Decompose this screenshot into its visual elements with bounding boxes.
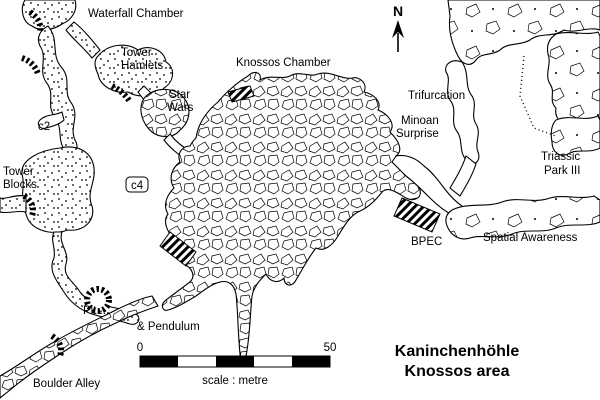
labels: Waterfall Chamber N Tower Hamlets Knosso…: [3, 3, 580, 390]
passage-triassic: [550, 115, 600, 156]
label-north: N: [393, 3, 403, 19]
label-c2: c2: [38, 121, 50, 133]
label-waterfall-chamber: Waterfall Chamber: [88, 8, 184, 20]
passage-c2-stub: [37, 111, 65, 129]
hatch-band-chamber-top: [227, 85, 255, 103]
hatched-bands: [159, 85, 441, 267]
label-knossos-chamber: Knossos Chamber: [236, 57, 331, 69]
scale-caption: scale : metre: [202, 375, 268, 387]
passage-pit-pendulum: [51, 231, 140, 325]
pit-shaft-symbol: [84, 286, 112, 314]
passage-star-wars: [140, 88, 190, 138]
pitch-edge-topleft: [28, 9, 44, 33]
pitch-edge-boulder-alley: [50, 333, 64, 357]
scale-end-label: 50: [324, 342, 337, 354]
passage-spatial-awareness: [445, 195, 600, 240]
pitch-marks: [20, 9, 557, 357]
hatch-band-bpec: [393, 197, 441, 233]
passage-tower-blocks: [21, 146, 95, 233]
pitch-edge-left: [20, 55, 41, 76]
passage-boulder-alley: [0, 295, 159, 399]
label-minoan-1: Minoan: [401, 115, 439, 127]
north-arrow-head: [392, 20, 404, 38]
map-title-line2: Knossos area: [405, 363, 510, 380]
scale-bar-seg3: [216, 356, 254, 367]
passage-right-edge: [546, 31, 600, 124]
passage-minoan-to-bpec: [449, 155, 477, 197]
passage-trifurcation-network: [447, 0, 600, 65]
label-pendulum: & Pendulum: [137, 321, 200, 333]
hatch-band-chamber-sw: [159, 231, 197, 267]
label-pit: Pit ...: [83, 305, 109, 317]
passage-minoan-surprise: [445, 60, 480, 165]
label-minoan-2: Surprise: [396, 128, 439, 140]
passage-left-descent: [37, 25, 78, 155]
label-tower-hamlets-2: Hamlets: [121, 60, 163, 72]
label-star-wars-2: Wars: [167, 102, 194, 114]
passage-knossos-chamber: [161, 71, 421, 363]
label-boulder-alley: Boulder Alley: [33, 378, 100, 390]
label-tower-blocks-1: Tower: [3, 166, 34, 178]
north-arrow: [392, 20, 404, 52]
label-tower-hamlets-1: Tower: [121, 47, 152, 59]
label-spatial-awareness: Spatial Awareness: [483, 232, 578, 244]
label-trifurcation: Trifurcation: [408, 90, 465, 102]
label-star-wars-1: Star: [169, 89, 190, 101]
scale-bar: [139, 355, 331, 368]
label-triassic-2: Park III: [544, 165, 580, 177]
passage-waterfall-to-hamlets: [65, 21, 101, 59]
map-title-line1: Kaninchenhöhle: [395, 343, 520, 360]
passage-left-edge-stub: [0, 195, 27, 214]
scale-bar-seg5: [292, 356, 330, 367]
label-c4-box: [125, 176, 149, 193]
survey-dotted-line: [519, 55, 557, 137]
scale-start-label: 0: [137, 342, 143, 354]
pitch-edge-towerblocks: [22, 193, 36, 217]
pitch-edge-hamlets: [110, 83, 133, 104]
label-c4: c4: [131, 180, 144, 192]
label-triassic-1: Triassic: [541, 151, 580, 163]
scale-bar-seg1: [140, 356, 178, 367]
passage-tower-hamlets: [94, 44, 174, 97]
label-tower-blocks-2: Blocks: [3, 179, 37, 191]
label-bpec: BPEC: [411, 236, 442, 248]
